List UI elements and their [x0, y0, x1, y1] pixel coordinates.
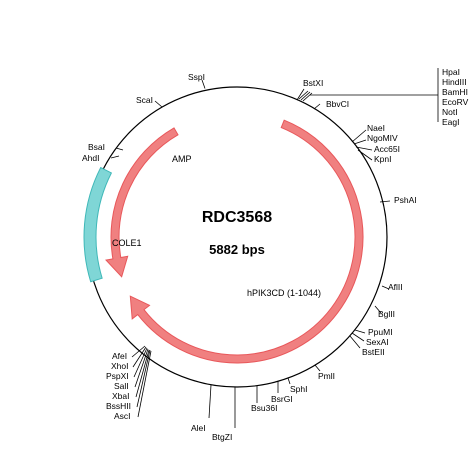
plasmid-size: 5882 bps: [209, 242, 265, 257]
site-bsai: BsaI: [88, 142, 124, 152]
svg-text:PshAI: PshAI: [394, 195, 417, 205]
site-alei: AleI: [191, 384, 212, 433]
svg-text:XbaI: XbaI: [112, 391, 130, 401]
svg-text:ScaI: ScaI: [136, 95, 153, 105]
svg-text:HpaI: HpaI: [442, 67, 460, 77]
svg-text:BsrGI: BsrGI: [271, 394, 293, 404]
site-bsrgi: BsrGI: [271, 381, 293, 404]
svg-text:AflII: AflII: [388, 282, 403, 292]
hpik3cd-feature-arrow: [129, 119, 364, 364]
svg-text:SspI: SspI: [188, 72, 205, 82]
site-pmli: PmlI: [314, 364, 335, 381]
plasmid-backbone: [86, 86, 388, 388]
mcs-site-cluster: HpaI HindIII BamHI EcoRV NotI EagI: [298, 67, 469, 127]
site-bglii: BglII: [374, 305, 395, 319]
svg-text:BglII: BglII: [378, 309, 395, 319]
site-cluster-naei-kpni: NaeI NgoMIV Acc65I KpnI: [351, 123, 400, 164]
hpik3cd-feature-label: hPIK3CD (1-1044): [247, 288, 321, 298]
svg-text:SexAI: SexAI: [366, 337, 389, 347]
site-sspi: SspI: [188, 72, 206, 89]
svg-text:NaeI: NaeI: [367, 123, 385, 133]
svg-text:SphI: SphI: [290, 384, 308, 394]
site-bstxi: BstXI: [296, 78, 323, 101]
svg-text:BbvCI: BbvCI: [326, 99, 349, 109]
site-pshai: PshAI: [379, 195, 417, 205]
svg-text:EcoRV: EcoRV: [442, 97, 469, 107]
site-bbvci: BbvCI: [313, 99, 349, 110]
site-bsu36i: Bsu36I: [251, 386, 277, 413]
cole1-feature-block: [83, 166, 113, 283]
svg-text:AleI: AleI: [191, 423, 206, 433]
svg-text:EagI: EagI: [442, 117, 460, 127]
site-scai: ScaI: [136, 95, 163, 108]
site-sphi: SphI: [287, 377, 308, 394]
svg-text:BstEII: BstEII: [362, 347, 385, 357]
amp-feature-arrow: [105, 127, 179, 278]
site-aflii: AflII: [381, 282, 403, 292]
amp-feature-label: AMP: [172, 154, 192, 164]
cole1-feature-label: COLE1: [112, 238, 142, 248]
site-ahdi: AhdI: [82, 153, 120, 163]
svg-text:NotI: NotI: [442, 107, 458, 117]
svg-text:XhoI: XhoI: [111, 361, 129, 371]
svg-text:PpuMI: PpuMI: [368, 327, 393, 337]
svg-text:Acc65I: Acc65I: [374, 144, 400, 154]
svg-text:PmlI: PmlI: [318, 371, 335, 381]
site-cluster-ppumi-bsteii: PpuMI SexAI BstEII: [349, 327, 393, 357]
site-btgzi: BtgZI: [212, 387, 236, 442]
site-cluster-afei-asci: AfeI XhoI PspXI SalI XbaI BssHII AscI: [106, 345, 152, 421]
svg-text:Bsu36I: Bsu36I: [251, 403, 277, 413]
svg-text:SalI: SalI: [114, 381, 129, 391]
plasmid-name: RDC3568: [202, 209, 272, 226]
svg-text:PspXI: PspXI: [106, 371, 129, 381]
svg-text:KpnI: KpnI: [374, 154, 392, 164]
svg-text:BstXI: BstXI: [303, 78, 323, 88]
svg-text:BssHII: BssHII: [106, 401, 131, 411]
svg-text:AhdI: AhdI: [82, 153, 100, 163]
svg-text:BtgZI: BtgZI: [212, 432, 232, 442]
svg-text:BamHI: BamHI: [442, 87, 468, 97]
svg-text:BsaI: BsaI: [88, 142, 105, 152]
svg-text:AfeI: AfeI: [112, 351, 127, 361]
svg-text:HindIII: HindIII: [442, 77, 467, 87]
svg-text:AscI: AscI: [114, 411, 131, 421]
svg-text:NgoMIV: NgoMIV: [367, 133, 398, 143]
